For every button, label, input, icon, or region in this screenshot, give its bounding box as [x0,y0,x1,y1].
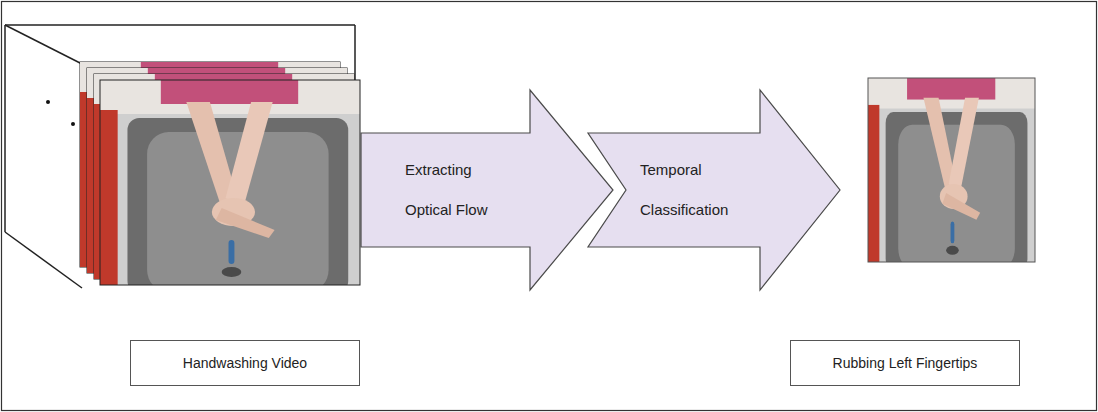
video-frames [80,62,360,293]
arrow-shape [588,88,842,292]
process-arrow: Extracting Optical Flow [361,88,615,292]
node-text: Extracting Optical Flow [405,150,517,230]
arrow-shape [361,88,615,292]
dot [71,122,75,126]
result-frame [868,78,1035,269]
node-text: Temporal Classification [640,150,752,230]
node-text: Rubbing Left Fingertips [833,355,978,371]
label-box: Handwashing Video [130,340,360,386]
dot [46,100,50,104]
label-box: Rubbing Left Fingertips [790,340,1020,386]
node-text: Handwashing Video [183,355,307,371]
process-arrow: Temporal Classification [588,88,842,292]
